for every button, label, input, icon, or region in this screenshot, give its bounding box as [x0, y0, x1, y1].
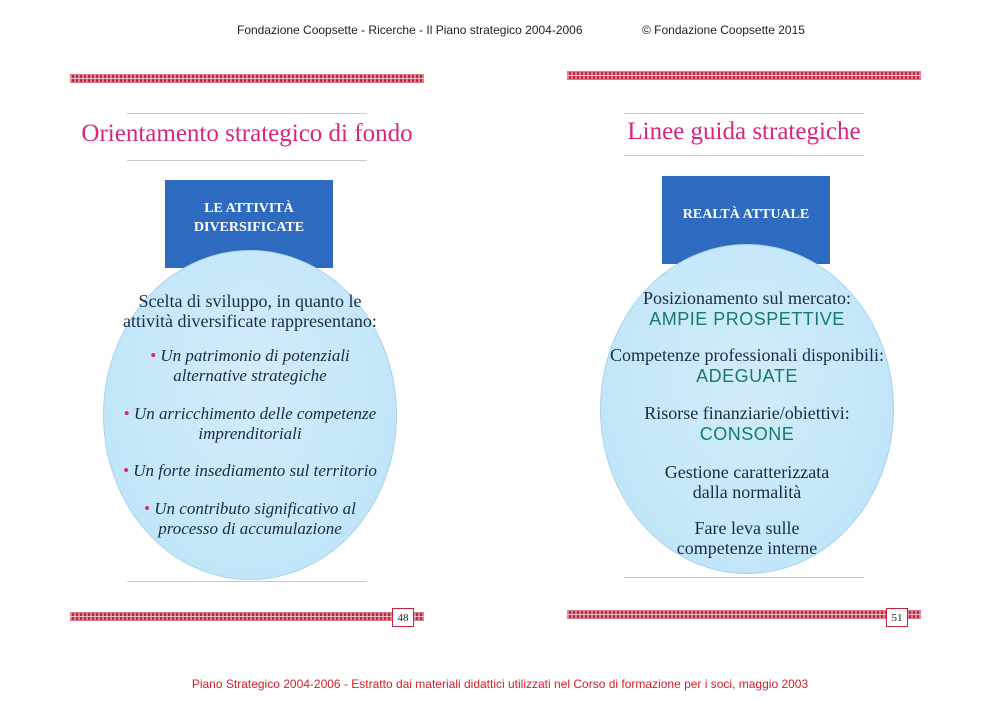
status-label: Posizionamento sul mercato:	[643, 288, 851, 308]
bullet-dot-icon: •	[123, 404, 130, 423]
bottom-rule	[127, 581, 367, 582]
content-circle	[600, 244, 894, 574]
bullet-dot-icon: •	[150, 346, 157, 365]
header-left-text: Fondazione Coopsette - Ricerche - Il Pia…	[237, 23, 583, 37]
tab-line: DIVERSIFICATE	[193, 220, 305, 235]
bullet-dot-icon: •	[123, 461, 130, 480]
bullet-line: Un contributo significativo al	[154, 499, 356, 518]
intro-text: Scelta di sviluppo, in quanto le attivit…	[70, 291, 430, 331]
bullet-line: alternative strategiche	[173, 366, 327, 385]
plain-item: Fare leva sulle competenze interne	[567, 518, 927, 558]
intro-line: Scelta di sviluppo, in quanto le	[138, 291, 362, 311]
title-rule-top	[624, 113, 864, 114]
title-rule-bottom	[127, 160, 367, 161]
status-value: CONSONE	[699, 424, 795, 444]
plain-line: competenze interne	[676, 538, 818, 558]
page-number: 51	[886, 608, 908, 627]
footer-caption: Piano Strategico 2004-2006 - Estratto da…	[191, 677, 809, 691]
bullet-line: processo di accumulazione	[158, 519, 342, 538]
bullet-line: Un patrimonio di potenziali	[160, 346, 350, 365]
bottom-ribbon	[70, 612, 424, 621]
bullet-dot-icon: •	[144, 499, 151, 518]
bullet-line: Un forte insediamento sul territorio	[133, 461, 377, 480]
tab-line: REALTÀ ATTUALE	[682, 206, 810, 222]
status-label: Risorse finanziarie/obiettivi:	[644, 403, 850, 423]
status-item: Risorse finanziarie/obiettivi: CONSONE	[567, 403, 927, 445]
page-number: 48	[392, 608, 414, 627]
status-value: ADEGUATE	[696, 366, 798, 386]
bullet-item: • Un patrimonio di potenziali alternativ…	[70, 346, 430, 386]
slide-title: Orientamento strategico di fondo	[81, 120, 413, 147]
status-item: Competenze professionali disponibili: AD…	[567, 345, 927, 387]
bullet-item: • Un contributo significativo al process…	[70, 499, 430, 539]
top-ribbon	[567, 71, 921, 80]
content-circle	[103, 250, 397, 580]
plain-line: dalla normalità	[692, 482, 802, 502]
title-rule-top	[127, 113, 367, 114]
bullet-item: • Un arricchimento delle competenze impr…	[70, 404, 430, 444]
bullet-line: Un arricchimento delle competenze	[134, 404, 377, 423]
bullet-line: imprenditoriali	[198, 424, 302, 443]
plain-item: Gestione caratterizzata dalla normalità	[567, 462, 927, 502]
plain-line: Fare leva sulle	[694, 518, 800, 538]
intro-line: attività diversificate rappresentano:	[123, 311, 377, 331]
slide-right: Linee guida strategiche REALTÀ ATTUALE P…	[567, 0, 927, 707]
top-ribbon	[70, 74, 424, 83]
plain-line: Gestione caratterizzata	[664, 462, 830, 482]
title-rule-bottom	[624, 155, 864, 156]
bottom-ribbon	[567, 610, 921, 619]
header-copyright-text: © Fondazione Coopsette 2015	[642, 23, 805, 37]
bottom-rule	[624, 577, 864, 578]
tab-line: LE ATTIVITÀ	[204, 201, 294, 216]
status-label: Competenze professionali disponibili:	[610, 345, 884, 365]
slide-left: Orientamento strategico di fondo LE ATTI…	[70, 0, 430, 707]
status-item: Posizionamento sul mercato: AMPIE PROSPE…	[567, 288, 927, 330]
bullet-item: • Un forte insediamento sul territorio	[70, 461, 430, 481]
status-value: AMPIE PROSPETTIVE	[649, 309, 845, 329]
slide-title: Linee guida strategiche	[627, 118, 861, 145]
